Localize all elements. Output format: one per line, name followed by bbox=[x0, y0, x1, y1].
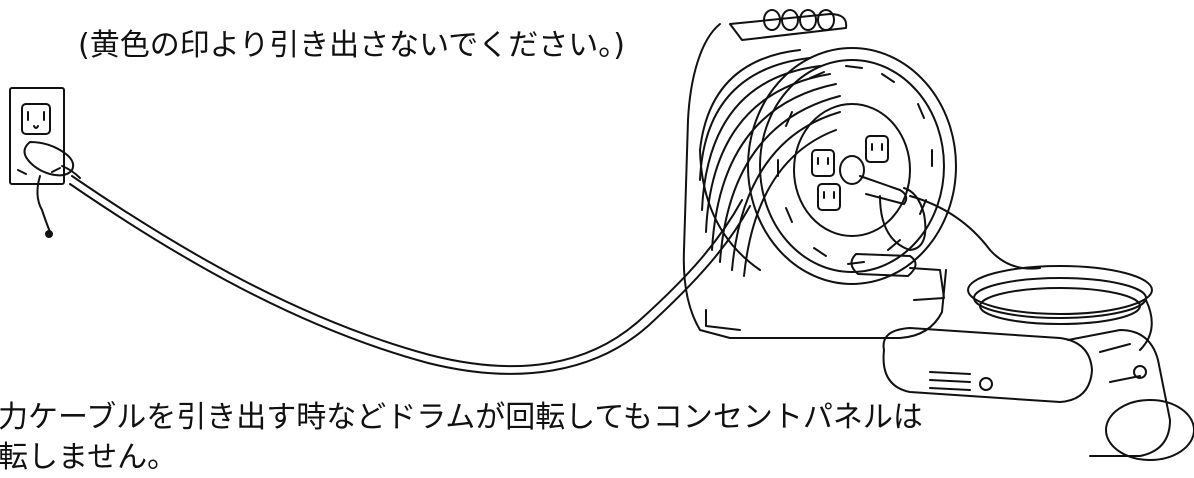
reel-handle bbox=[763, 9, 835, 31]
power-tool bbox=[882, 327, 1194, 461]
wall-outlet bbox=[9, 87, 65, 185]
wall-plug bbox=[23, 141, 81, 238]
description-line-1: 力ケーブルを引き出す時などドラムが回転してもコンセントパネルは bbox=[0, 400, 923, 435]
description-line-2: 転しません。 bbox=[0, 440, 178, 475]
outlet-panel bbox=[793, 103, 911, 237]
cord-reel bbox=[682, 9, 957, 339]
description-text: 力ケーブルを引き出す時などドラムが回転してもコンセントパネルは 転しません。 bbox=[0, 398, 923, 478]
caution-caption: (黄色の印より引き出さないでください。) bbox=[78, 28, 625, 63]
extension-cord bbox=[69, 175, 751, 375]
cord-reel-illustration bbox=[9, 9, 1194, 461]
tool-cord bbox=[909, 195, 1153, 351]
